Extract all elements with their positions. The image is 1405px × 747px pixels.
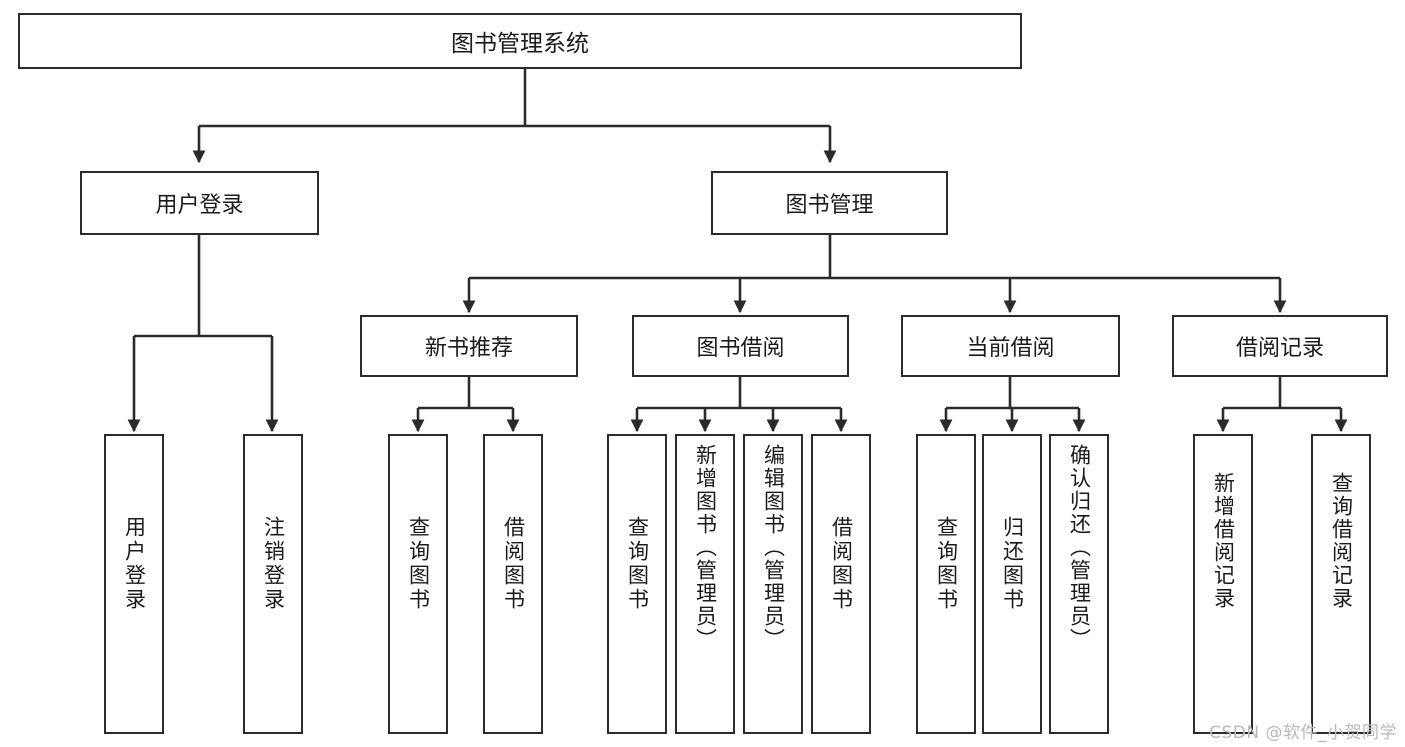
node-leaf-query-book-3[interactable]: 查询图书 (916, 434, 976, 734)
node-label: 查询图书 (934, 516, 959, 612)
node-root-book-management-system[interactable]: 图书管理系统 (18, 13, 1022, 69)
node-label: 查询图书 (406, 516, 431, 612)
node-label: 注销登录 (261, 516, 286, 612)
node-leaf-query-book-2[interactable]: 查询图书 (607, 434, 667, 734)
node-label: 图书管理系统 (451, 31, 589, 57)
node-label: 编辑图书（管理员） (761, 444, 786, 651)
node-book-borrow[interactable]: 图书借阅 (632, 315, 849, 377)
node-borrow-record[interactable]: 借阅记录 (1172, 315, 1388, 377)
node-label: 用户登录 (122, 516, 147, 612)
node-leaf-confirm-return[interactable]: 确认归还（管理员） (1049, 434, 1109, 734)
node-label: 新增图书（管理员） (693, 444, 718, 651)
csdn-watermark: CSDN @软件_小贺同学 (1209, 723, 1397, 743)
node-new-book-recommend[interactable]: 新书推荐 (360, 315, 578, 377)
node-label: 确认归还（管理员） (1067, 444, 1092, 651)
node-leaf-borrow-book-1[interactable]: 借阅图书 (483, 434, 543, 734)
node-leaf-user-login[interactable]: 用户登录 (104, 434, 164, 734)
node-label: 图书管理 (785, 193, 874, 218)
node-label: 借阅图书 (829, 516, 854, 612)
node-leaf-query-record[interactable]: 查询借阅记录 (1311, 434, 1371, 734)
node-leaf-query-book-1[interactable]: 查询图书 (388, 434, 448, 734)
node-label: 查询图书 (625, 516, 650, 612)
node-book-management[interactable]: 图书管理 (711, 171, 948, 235)
node-label: 归还图书 (1000, 516, 1025, 612)
node-leaf-user-logout[interactable]: 注销登录 (243, 434, 303, 734)
node-label: 新增借阅记录 (1211, 472, 1236, 610)
node-leaf-borrow-book-2[interactable]: 借阅图书 (811, 434, 871, 734)
node-leaf-add-record[interactable]: 新增借阅记录 (1193, 434, 1253, 734)
node-leaf-add-book[interactable]: 新增图书（管理员） (675, 434, 735, 734)
node-label: 用户登录 (155, 193, 244, 218)
node-label: 借阅记录 (1235, 336, 1324, 361)
node-label: 新书推荐 (424, 336, 513, 361)
node-leaf-return-book[interactable]: 归还图书 (982, 434, 1042, 734)
node-label: 图书借阅 (696, 336, 785, 361)
node-label: 借阅图书 (501, 516, 526, 612)
node-label: 查询借阅记录 (1329, 472, 1354, 610)
node-label: 当前借阅 (966, 336, 1055, 361)
node-user-login[interactable]: 用户登录 (80, 171, 319, 235)
node-current-borrow[interactable]: 当前借阅 (901, 315, 1120, 377)
node-leaf-edit-book[interactable]: 编辑图书（管理员） (743, 434, 803, 734)
